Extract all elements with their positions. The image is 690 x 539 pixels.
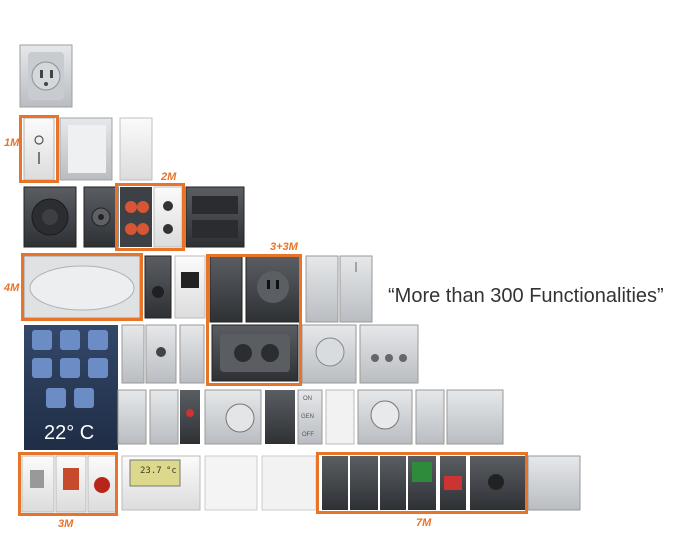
size-tag-1m: 1M <box>4 137 20 149</box>
touch-panel-temperature: 22° C <box>44 422 95 444</box>
size-tag-4m: 4M <box>4 282 20 294</box>
modules-row5 <box>121 324 419 384</box>
highlight-frame-2m <box>115 183 185 251</box>
switch-label-gen: GEN <box>301 414 315 420</box>
socket-module-row1 <box>19 44 73 108</box>
functionalities-headline: “More than 300 Functionalities” <box>388 285 664 307</box>
modules-row7 <box>21 455 581 513</box>
highlight-frame-1m <box>19 115 59 183</box>
size-tag-3m: 3M <box>58 518 74 530</box>
touch-panel-device <box>24 325 118 450</box>
modules-row4 <box>23 255 373 323</box>
size-tag-2m: 2M <box>161 171 177 183</box>
size-tag-7m: 7M <box>416 517 432 529</box>
switch-label-on: ON <box>303 396 312 402</box>
highlight-frame-7m <box>316 452 528 514</box>
highlight-frame-3-plus-3m <box>206 254 302 386</box>
lcd-temperature-unit: °c <box>166 466 177 476</box>
switch-label-off: OFF <box>302 432 314 438</box>
dark-modules-row3 <box>23 186 245 248</box>
modules-row6 <box>117 389 504 445</box>
highlight-frame-4m <box>21 253 143 321</box>
size-tag-3-plus-3m: 3+3M <box>270 241 298 253</box>
lcd-temperature-reading: 23.7 <box>140 466 162 476</box>
highlight-frame-3m <box>18 452 118 516</box>
switches-row2 <box>23 117 153 181</box>
